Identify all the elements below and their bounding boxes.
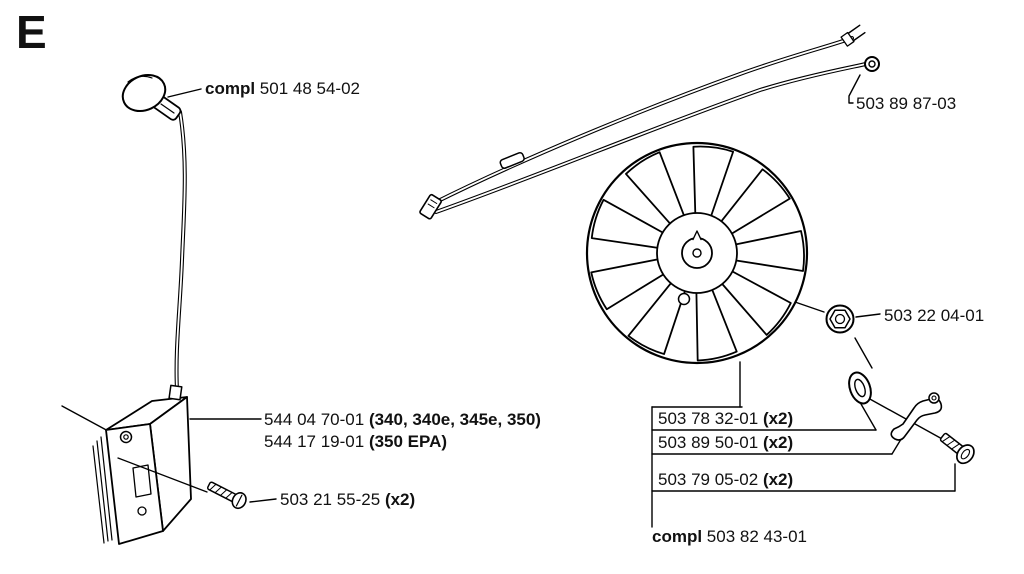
module-screw-axis-line (117, 457, 208, 493)
ignition-module-drawing (92, 384, 192, 545)
starter-pawl-drawing (890, 392, 943, 441)
label-ignition-leads: 503 89 87-03 (856, 94, 957, 113)
label-spark-plug-boot: compl 501 48 54-02 (205, 79, 360, 98)
label-pawl-washer: 503 78 32-01 (x2) (658, 409, 794, 428)
label-starter-pawl: 503 89 50-01 (x2) (658, 433, 794, 452)
flywheel-nut-drawing (825, 304, 855, 334)
module-screw-leader-line (249, 498, 277, 503)
module-screw-drawing (206, 481, 247, 510)
label-ignition-module-line2: 544 17 19-01 (350 EPA) (264, 432, 448, 451)
label-ignition-module-line1: 544 04 70-01 (340, 340e, 345e, 350) (264, 410, 541, 429)
flywheel-drawing (585, 141, 809, 365)
section-letter: E (16, 6, 47, 58)
ignition-leads-drawing (419, 24, 880, 220)
leader-lines (61, 74, 956, 528)
spade-terminal-icon (840, 24, 866, 47)
label-module-screw: 503 21 55-25 (x2) (280, 490, 416, 509)
label-flywheel-nut: 503 22 04-01 (884, 306, 985, 325)
high-tension-wire-drawing (174, 110, 187, 392)
pawl-washer-drawing (848, 371, 872, 405)
ring-terminal-icon (864, 56, 880, 72)
spark-plug-boot-drawing (121, 74, 182, 121)
label-pawl-screw: 503 79 05-02 (x2) (658, 470, 794, 489)
label-flywheel-assembly: compl 503 82 43-01 (652, 527, 807, 546)
pawl-screw-drawing (939, 432, 975, 465)
